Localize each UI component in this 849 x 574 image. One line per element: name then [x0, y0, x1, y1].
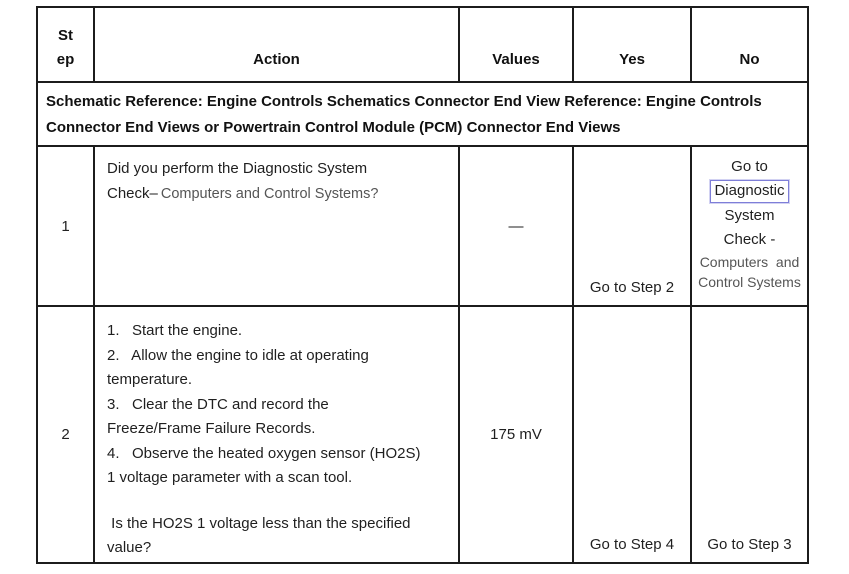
- col-header-step-line2: ep: [56, 51, 75, 68]
- action-text-systems: Computers and Control Systems?: [160, 186, 379, 202]
- no-link-line: Diagnostic: [693, 179, 806, 204]
- action-list-item-wrap: temperature.: [107, 371, 193, 388]
- col-header-action: Action: [93, 6, 460, 83]
- action-cell: 1. Start the engine. 2. Allow the engine…: [93, 305, 460, 564]
- spacer: [107, 491, 450, 512]
- action-text-check: Check–: [107, 185, 158, 202]
- no-cell: Go to Diagnostic System Check - Computer…: [690, 145, 809, 307]
- action-list-item-wrap: 1 voltage parameter with a scan tool.: [107, 469, 353, 486]
- yes-cell: Go to Step 4: [572, 305, 692, 564]
- diagnostic-table: St ep Action Values Yes No Schematic Ref…: [36, 6, 809, 564]
- schematic-reference-line1: Schematic Reference: Engine Controls Sch…: [46, 93, 762, 110]
- action-cell: Did you perform the Diagnostic System Ch…: [93, 145, 460, 307]
- no-text-system: System: [724, 207, 775, 224]
- col-header-step-line1: St: [58, 27, 73, 44]
- schematic-reference-row: Schematic Reference: Engine Controls Sch…: [36, 81, 809, 147]
- action-text-line1: Did you perform the Diagnostic System: [107, 160, 368, 177]
- step-number-cell: 1: [36, 145, 95, 307]
- table-row-step-2: 2 1. Start the engine. 2. Allow the engi…: [36, 305, 809, 564]
- no-text-goto: Go to: [731, 158, 768, 175]
- values-cell: 175 mV: [458, 305, 574, 564]
- yes-cell: Go to Step 2: [572, 145, 692, 307]
- no-cell: Go to Step 3: [690, 305, 809, 564]
- action-question-line2: value?: [107, 539, 152, 556]
- action-list-item: 1. Start the engine.: [107, 322, 243, 339]
- col-header-values: Values: [458, 6, 574, 83]
- header-row: St ep Action Values Yes No: [36, 6, 809, 83]
- col-header-step: St ep: [36, 6, 95, 83]
- action-list-item: 4. Observe the heated oxygen sensor (HO2…: [107, 444, 421, 462]
- action-list-item: 3. Clear the DTC and record the: [107, 395, 329, 413]
- schematic-reference-line2: Connector End Views or Powertrain Contro…: [46, 119, 621, 136]
- action-list-item: 2. Allow the engine to idle at operating: [107, 346, 369, 364]
- action-list-item-wrap: Freeze/Frame Failure Records.: [107, 420, 316, 437]
- step-number-cell: 2: [36, 305, 95, 564]
- schematic-reference-cell: Schematic Reference: Engine Controls Sch…: [36, 81, 809, 147]
- action-text-line2: Check–Computers and Control Systems?: [107, 181, 450, 207]
- diagnostic-link[interactable]: Diagnostic: [710, 180, 789, 203]
- action-question-line1: Is the HO2S 1 voltage less than the spec…: [107, 514, 411, 532]
- col-header-yes: Yes: [572, 6, 692, 83]
- no-text-check: Check -: [723, 231, 776, 248]
- no-text-control-systems: Control Systems: [698, 274, 801, 290]
- values-cell: —: [458, 145, 574, 307]
- no-text-computers: Computers and: [699, 254, 800, 270]
- table-row-step-1: 1 Did you perform the Diagnostic System …: [36, 145, 809, 307]
- col-header-no: No: [690, 6, 809, 83]
